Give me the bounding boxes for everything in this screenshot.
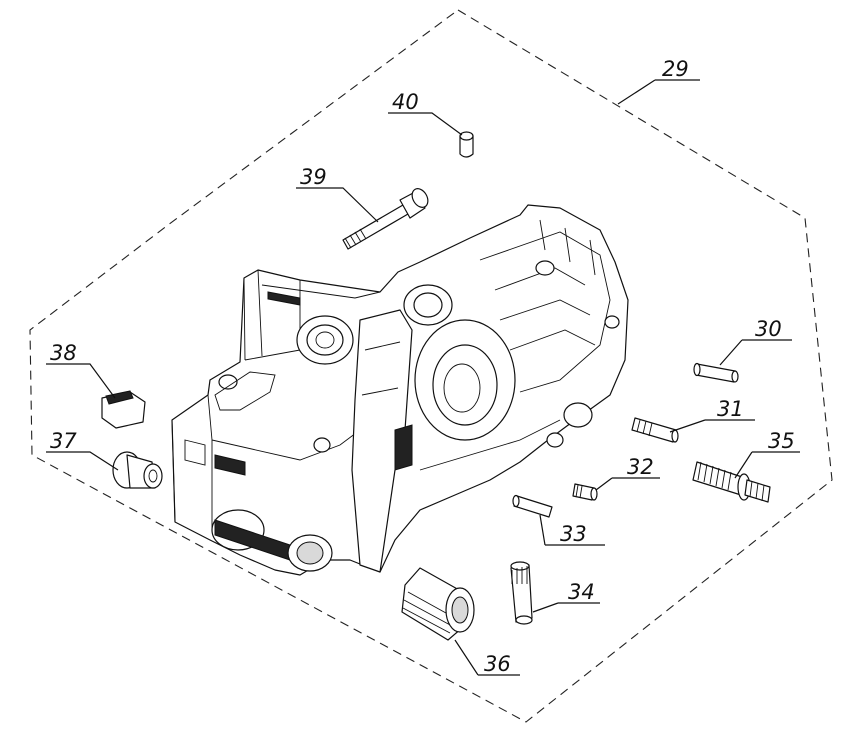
- callout-30: 30: [755, 317, 782, 341]
- part-30-pin: [693, 362, 739, 383]
- crankcase-housing: [171, 204, 629, 576]
- callout-31: 31: [717, 397, 744, 421]
- part-36-ribbed-cylinder: [401, 567, 475, 641]
- callout-labels: 29 30 31 32 33 34 35 36 37 38 39 40: [50, 57, 795, 676]
- part-35-threaded-stud: [692, 461, 771, 503]
- part-39-screw: [342, 188, 429, 250]
- callout-36: 36: [484, 652, 511, 676]
- leader-lines: [46, 79, 800, 676]
- callout-33: 33: [560, 522, 587, 546]
- callout-32: 32: [627, 455, 654, 479]
- callout-38: 38: [50, 341, 77, 365]
- part-33-dowel: [512, 494, 553, 518]
- part-37-flanged-bushing: [112, 451, 163, 489]
- assembly-boundary: [29, 9, 833, 723]
- part-40-bushing: [459, 131, 474, 158]
- callout-35: 35: [768, 429, 795, 453]
- callout-29: 29: [662, 57, 689, 81]
- callout-40: 40: [392, 90, 419, 114]
- part-38-stop: [101, 390, 146, 429]
- part-31-pin: [631, 417, 679, 443]
- part-34-sleeve: [510, 561, 533, 625]
- callout-39: 39: [300, 165, 327, 189]
- callout-37: 37: [50, 429, 77, 453]
- callout-34: 34: [568, 580, 595, 604]
- part-32-pin: [572, 483, 598, 501]
